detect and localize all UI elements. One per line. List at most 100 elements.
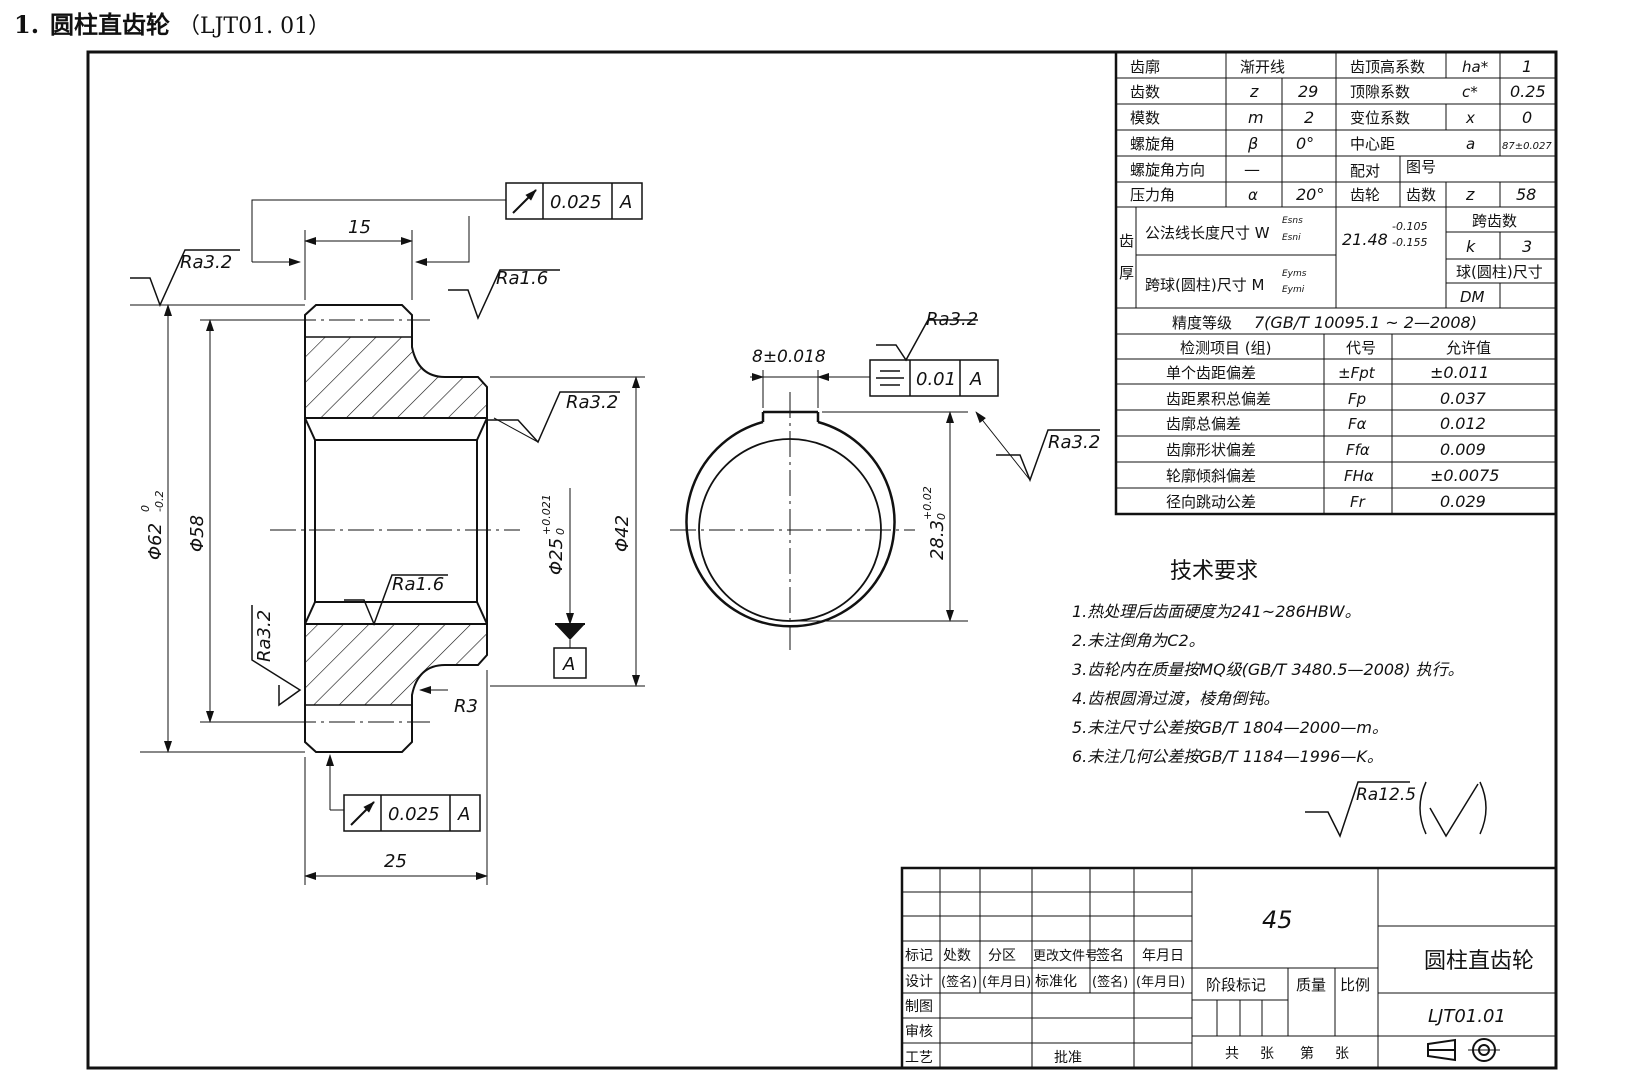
param-hand-value: —	[1244, 160, 1260, 179]
param-mm-sup: Eyms	[1282, 269, 1307, 279]
tb-sheets-unit-2: 张	[1335, 1046, 1349, 1062]
general-roughness-value: Ra12.5	[1356, 785, 1416, 805]
param-pressure-value: 20°	[1296, 185, 1324, 204]
tb-sheets-total: 共	[1225, 1046, 1239, 1062]
param-drawing-no-label: 图号	[1406, 158, 1436, 176]
requirement-item: 6.未注几何公差按GB/T 1184—1996—K。	[1072, 747, 1383, 766]
dim-phi62-lower: -0.2	[153, 491, 166, 512]
gear-section-view	[130, 182, 1100, 885]
runout-top-value: 0.025	[550, 192, 602, 213]
param-center-value: 87±0.027	[1502, 141, 1552, 152]
insp-code: Fα	[1348, 415, 1367, 433]
dimension-texts: 15 25 Φ62 0 -0.2 Φ58 Φ25 +0.021 0 Φ42 8±…	[139, 192, 1100, 872]
insp-allow: ±0.011	[1430, 363, 1489, 382]
roughness-f: Ra3.2	[926, 309, 978, 330]
param-wn-value: 21.48	[1342, 230, 1388, 249]
dim-phi25: Φ25	[546, 538, 567, 575]
param-mating-teeth-label: 齿数	[1406, 186, 1436, 204]
projection-symbol-icon	[1427, 1038, 1500, 1062]
param-module-symbol: m	[1248, 108, 1264, 127]
title-drawing-no: LJT01.01	[1428, 1006, 1506, 1027]
dim-width-25: 25	[384, 851, 407, 872]
insp-item: 轮廓倾斜偏差	[1166, 467, 1256, 485]
tb-design-label: 设计	[905, 974, 933, 990]
insp-row: 单个齿距偏差 ±Fpt ±0.011	[1166, 363, 1489, 382]
param-wn-upper: -0.105	[1392, 220, 1427, 233]
param-module-label: 模数	[1130, 109, 1160, 127]
param-clearance-value: 0.25	[1510, 82, 1546, 101]
remaining-surfaces-symbol	[1419, 781, 1487, 838]
param-addendum-label: 齿顶高系数	[1350, 58, 1425, 76]
param-mating-gear-label: 齿轮	[1350, 186, 1380, 204]
tb-standard-label: 标准化	[1035, 974, 1077, 990]
param-center-symbol: a	[1466, 135, 1475, 153]
tb-mark-label: 标记	[905, 948, 933, 964]
dim-width-15: 15	[348, 217, 371, 238]
param-teeth-value: 29	[1298, 82, 1318, 101]
title-block-texts: 45 圆柱直齿轮 LJT01.01 标记 处数 分区 更改文件号 签名 年月日 …	[905, 906, 1534, 1066]
insp-row: 齿距累积总偏差 Fp 0.037	[1166, 389, 1487, 408]
heading-code: （LJT01. 01）	[178, 14, 330, 39]
insp-item: 齿距累积总偏差	[1166, 390, 1271, 408]
tb-sheet-no: 第	[1300, 1045, 1314, 1062]
param-pressure-symbol: α	[1248, 186, 1258, 204]
dim-key-width: 8±0.018	[752, 347, 826, 367]
param-thickness-label-1: 齿	[1119, 232, 1134, 250]
param-span-symbol: k	[1466, 237, 1476, 256]
dim-phi25-upper: +0.021	[540, 494, 553, 535]
dim-keyway-depth-upper: +0.02	[921, 486, 934, 520]
param-shift-symbol: x	[1465, 109, 1475, 127]
keyway-end-view	[670, 319, 1100, 650]
symmetry-value: 0.01	[916, 369, 956, 390]
insp-allow: 0.009	[1440, 440, 1486, 459]
heading-number: 1.	[14, 10, 39, 39]
insp-allow: 0.012	[1440, 414, 1486, 433]
param-clearance-label: 顶隙系数	[1350, 83, 1410, 101]
dim-phi62-upper: 0	[139, 505, 152, 512]
param-span-value: 3	[1522, 237, 1532, 256]
insp-item: 径向跳动公差	[1166, 493, 1256, 511]
insp-code: FHα	[1344, 467, 1374, 485]
dim-keyway-depth-lower: 0	[935, 513, 948, 520]
param-clearance-symbol: c*	[1462, 83, 1478, 101]
insp-code: Ffα	[1346, 441, 1370, 459]
technical-requirements: 技术要求 1.热处理后齿面硬度为241~286HBW。 2.未注倒角为C2。 3…	[1072, 559, 1487, 838]
param-profile-value: 渐开线	[1240, 58, 1285, 76]
runout-bottom-datum: A	[457, 804, 470, 825]
roughness-c: Ra3.2	[566, 392, 618, 413]
requirement-item: 4.齿根圆滑过渡，棱角倒钝。	[1072, 689, 1279, 708]
param-mate-label: 配对	[1350, 162, 1380, 180]
param-wn-sub: Esni	[1282, 233, 1301, 243]
upper-web-hatch	[305, 337, 487, 418]
insp-header-code: 代号	[1346, 339, 1376, 357]
tb-stage-label: 阶段标记	[1206, 976, 1266, 994]
requirement-item: 3.齿轮内在质量按MQ级(GB/T 3480.5—2008) 执行。	[1072, 660, 1464, 679]
roughness-symbol-b	[448, 269, 560, 320]
tb-draw-label: 制图	[905, 999, 933, 1015]
requirement-item: 5.未注尺寸公差按GB/T 1804—2000—m。	[1072, 718, 1388, 737]
param-grade-label: 精度等级	[1172, 314, 1232, 332]
drawing-frame	[86, 50, 1558, 1070]
param-shift-label: 变位系数	[1350, 109, 1410, 127]
section-contour	[304, 304, 488, 753]
dim-fillet-r3: R3	[454, 696, 478, 717]
param-ball-label: 球(圆柱)尺寸	[1456, 263, 1543, 281]
insp-allow: 0.029	[1440, 492, 1486, 511]
param-mm-label: 跨球(圆柱)尺寸 M	[1145, 276, 1264, 294]
insp-allow: ±0.0075	[1430, 466, 1499, 485]
gear-parameter-texts: 齿廓 渐开线 齿顶高系数 ha* 1 齿数 z 29 顶隙系数 c* 0.25 …	[1119, 57, 1552, 511]
tb-date-label: 年月日	[1142, 948, 1184, 964]
insp-header-item: 检测项目 (组)	[1180, 339, 1271, 357]
insp-row: 齿廓形状偏差 Ffα 0.009	[1166, 440, 1486, 459]
insp-allow: 0.037	[1440, 389, 1487, 408]
insp-item: 齿廓总偏差	[1166, 415, 1241, 433]
param-mating-teeth-value: 58	[1516, 185, 1536, 204]
param-profile-label: 齿廓	[1130, 58, 1160, 76]
param-wn-sup: Esns	[1282, 216, 1303, 226]
roughness-g: Ra3.2	[1048, 432, 1100, 453]
general-roughness-symbol	[1305, 781, 1410, 838]
roughness-e: Ra3.2	[254, 610, 275, 662]
gear-parameter-table	[1114, 50, 1558, 516]
tb-design-date: (年月日)	[982, 975, 1031, 990]
tb-craft-label: 工艺	[905, 1050, 933, 1066]
